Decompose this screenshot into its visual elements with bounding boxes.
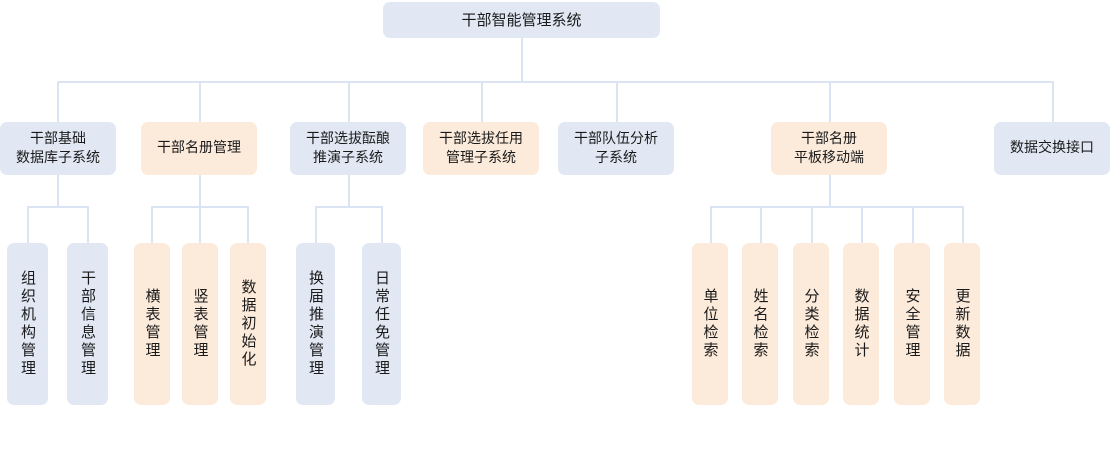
- connector-roster-stem: [199, 175, 201, 207]
- connector-mobile-drop-1: [710, 206, 712, 243]
- leaf-routine-appointment-management[interactable]: 日常任免管理: [362, 243, 401, 405]
- node-subsystem-roster[interactable]: 干部名册管理: [141, 122, 257, 175]
- leaf-update-data[interactable]: 更新数据: [944, 243, 980, 405]
- node-root-label: 干部智能管理系统: [461, 10, 582, 29]
- leaf-horizontal-table-management[interactable]: 横表管理: [134, 243, 170, 405]
- node-subsystem-team-analysis-label: 干部队伍分析 子系统: [574, 130, 658, 166]
- connector-mobile-bus: [710, 206, 963, 208]
- connector-mobile-drop-4: [861, 206, 863, 243]
- node-subsystem-data-exchange[interactable]: 数据交换接口: [994, 122, 1110, 175]
- leaf-vertical-table-management-label: 竖表管理: [191, 288, 210, 360]
- leaf-horizontal-table-management-label: 横表管理: [143, 288, 162, 360]
- leaf-data-statistics[interactable]: 数据统计: [843, 243, 879, 405]
- connector-roster-drop-3: [247, 206, 249, 243]
- leaf-category-search[interactable]: 分类检索: [793, 243, 829, 405]
- node-subsystem-mobile-tablet[interactable]: 干部名册 平板移动端: [771, 122, 887, 175]
- node-subsystem-database-label: 干部基础 数据库子系统: [16, 130, 100, 166]
- node-subsystem-database[interactable]: 干部基础 数据库子系统: [0, 122, 116, 175]
- connector-mobile-drop-2: [760, 206, 762, 243]
- connector-drop-2: [199, 81, 201, 122]
- connector-db-drop-1: [27, 206, 29, 243]
- connector-roster-drop-2: [199, 206, 201, 243]
- connector-drop-7: [1052, 81, 1054, 122]
- leaf-cadre-info-management-label: 干部信息管理: [79, 270, 97, 378]
- leaf-unit-search[interactable]: 单位检索: [692, 243, 728, 405]
- node-subsystem-roster-label: 干部名册管理: [157, 140, 241, 157]
- connector-root-stem: [521, 38, 523, 82]
- connector-mobile-drop-6: [962, 206, 964, 243]
- connector-drop-1: [57, 81, 59, 122]
- connector-mobile-stem: [829, 175, 831, 207]
- leaf-data-initialization-label: 数据初始化: [239, 279, 258, 369]
- connector-selection-drop-2: [381, 206, 383, 243]
- node-subsystem-data-exchange-label: 数据交换接口: [1010, 140, 1094, 157]
- connector-drop-5: [616, 81, 618, 122]
- connector-roster-drop-1: [151, 206, 153, 243]
- leaf-data-initialization[interactable]: 数据初始化: [230, 243, 266, 405]
- connector-selection-stem: [348, 175, 350, 207]
- leaf-security-management-label: 安全管理: [903, 288, 922, 360]
- node-root[interactable]: 干部智能管理系统: [383, 2, 660, 38]
- connector-db-drop-2: [87, 206, 89, 243]
- connector-main-bus: [57, 81, 1053, 83]
- leaf-name-search[interactable]: 姓名检索: [742, 243, 778, 405]
- leaf-security-management[interactable]: 安全管理: [894, 243, 930, 405]
- connector-db-stem: [57, 175, 59, 207]
- node-subsystem-selection-deliberation-label: 干部选拔酝酿 推演子系统: [306, 130, 390, 166]
- leaf-vertical-table-management[interactable]: 竖表管理: [182, 243, 218, 405]
- leaf-term-change-simulation-management[interactable]: 换届推演管理: [296, 243, 335, 405]
- node-subsystem-selection-appointment-label: 干部选拔任用 管理子系统: [439, 130, 523, 166]
- leaf-term-change-simulation-management-label: 换届推演管理: [307, 270, 325, 378]
- connector-mobile-drop-3: [811, 206, 813, 243]
- connector-drop-3: [348, 81, 350, 122]
- node-subsystem-mobile-tablet-label: 干部名册 平板移动端: [794, 130, 864, 166]
- connector-drop-6: [829, 81, 831, 122]
- connector-db-bus: [27, 206, 87, 208]
- leaf-cadre-info-management[interactable]: 干部信息管理: [67, 243, 108, 405]
- connector-selection-bus: [315, 206, 381, 208]
- node-subsystem-selection-deliberation[interactable]: 干部选拔酝酿 推演子系统: [290, 122, 406, 175]
- connector-drop-4: [481, 81, 483, 122]
- leaf-unit-search-label: 单位检索: [701, 288, 720, 360]
- leaf-name-search-label: 姓名检索: [751, 288, 770, 360]
- node-subsystem-selection-appointment[interactable]: 干部选拔任用 管理子系统: [423, 122, 539, 175]
- node-subsystem-team-analysis[interactable]: 干部队伍分析 子系统: [558, 122, 674, 175]
- connector-selection-drop-1: [315, 206, 317, 243]
- leaf-routine-appointment-management-label: 日常任免管理: [373, 270, 391, 378]
- leaf-update-data-label: 更新数据: [953, 288, 972, 360]
- connector-mobile-drop-5: [912, 206, 914, 243]
- leaf-org-structure-management-label: 组织机构管理: [19, 270, 37, 378]
- leaf-org-structure-management[interactable]: 组织机构管理: [7, 243, 48, 405]
- leaf-category-search-label: 分类检索: [802, 288, 821, 360]
- leaf-data-statistics-label: 数据统计: [852, 288, 871, 360]
